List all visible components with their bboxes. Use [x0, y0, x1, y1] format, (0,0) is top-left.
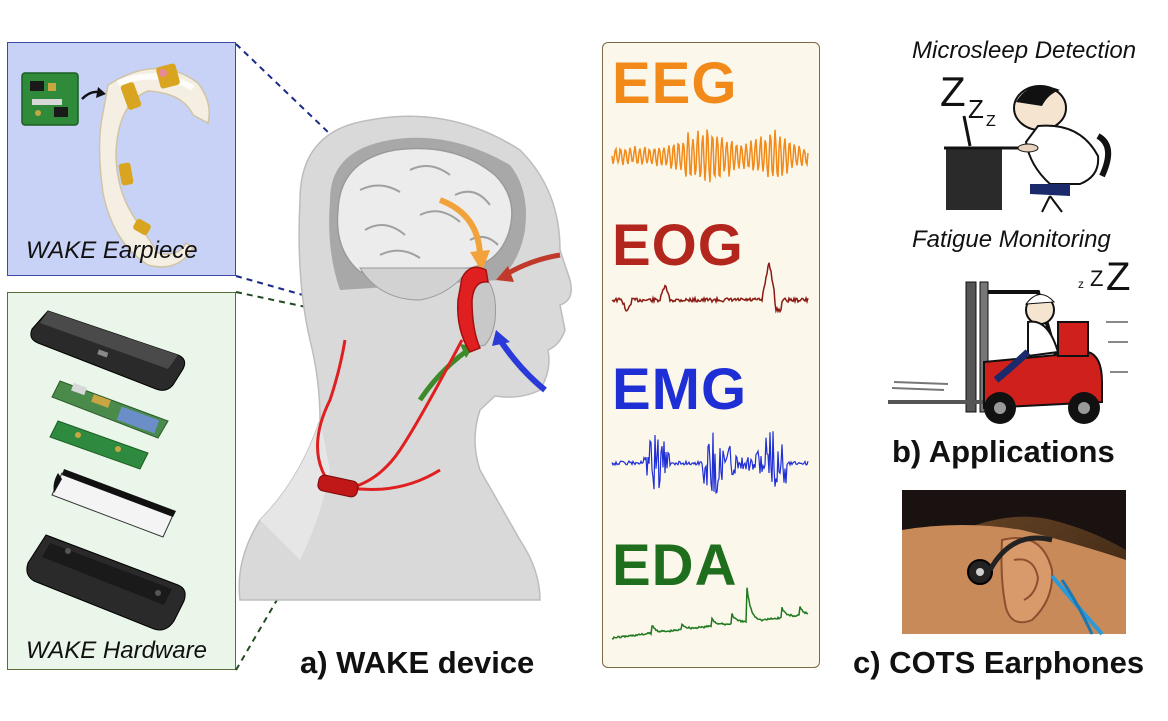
hardware-exploded-view: [26, 310, 186, 631]
snore-z-large: Z: [940, 68, 966, 115]
eda-label: EDA: [612, 533, 738, 598]
hardware-panel: WAKE Hardware: [7, 292, 236, 670]
eda-trace: [611, 587, 809, 640]
device-controller: [317, 474, 359, 498]
eda-arrow: [417, 347, 470, 402]
top-cover: [30, 310, 186, 391]
brain: [336, 147, 513, 301]
earpiece-caption: WAKE Earpiece: [26, 237, 198, 264]
red-earpiece: [457, 266, 489, 353]
eog-trace: [611, 262, 809, 314]
pcb-bottom: [49, 420, 149, 470]
earpiece-illustration: [21, 63, 210, 268]
eeg-trace: [611, 129, 809, 183]
earphone-band: [987, 535, 1053, 572]
battery: [51, 469, 176, 538]
hair: [902, 490, 1126, 550]
earphones-caption: c) COTS Earphones: [853, 645, 1145, 680]
bottom-case: [26, 534, 186, 631]
eog-label: EOG: [612, 213, 744, 278]
cots-earphones-photo: [902, 490, 1126, 636]
fatigue-label: Fatigue Monitoring: [912, 226, 1111, 253]
emg-arrow: [497, 338, 547, 393]
hardware-caption: WAKE Hardware: [26, 637, 207, 664]
eeg-arrow: [438, 197, 483, 259]
earpiece-panel: WAKE Earpiece: [7, 42, 236, 276]
microsleep-illustration: Z Z Z: [940, 68, 1111, 213]
snore-z-big: Z: [1106, 255, 1130, 299]
emg-label: EMG: [612, 357, 748, 422]
pcb-top: [51, 380, 169, 439]
snore-z-mid: Z: [1090, 266, 1103, 291]
snore-z-small: Z: [986, 113, 996, 130]
wake-device-illustration: [235, 43, 572, 671]
eeg-label: EEG: [612, 51, 738, 116]
emg-trace: [611, 431, 809, 495]
snore-z-tiny: z: [1078, 277, 1084, 291]
snore-z-medium: Z: [968, 94, 984, 124]
microsleep-label: Microsleep Detection: [912, 37, 1137, 64]
forklift-illustration: z Z Z: [888, 255, 1130, 424]
applications-caption: b) Applications: [892, 434, 1115, 469]
device-caption: a) WAKE device: [300, 645, 535, 680]
earpiece-body: [98, 67, 210, 268]
